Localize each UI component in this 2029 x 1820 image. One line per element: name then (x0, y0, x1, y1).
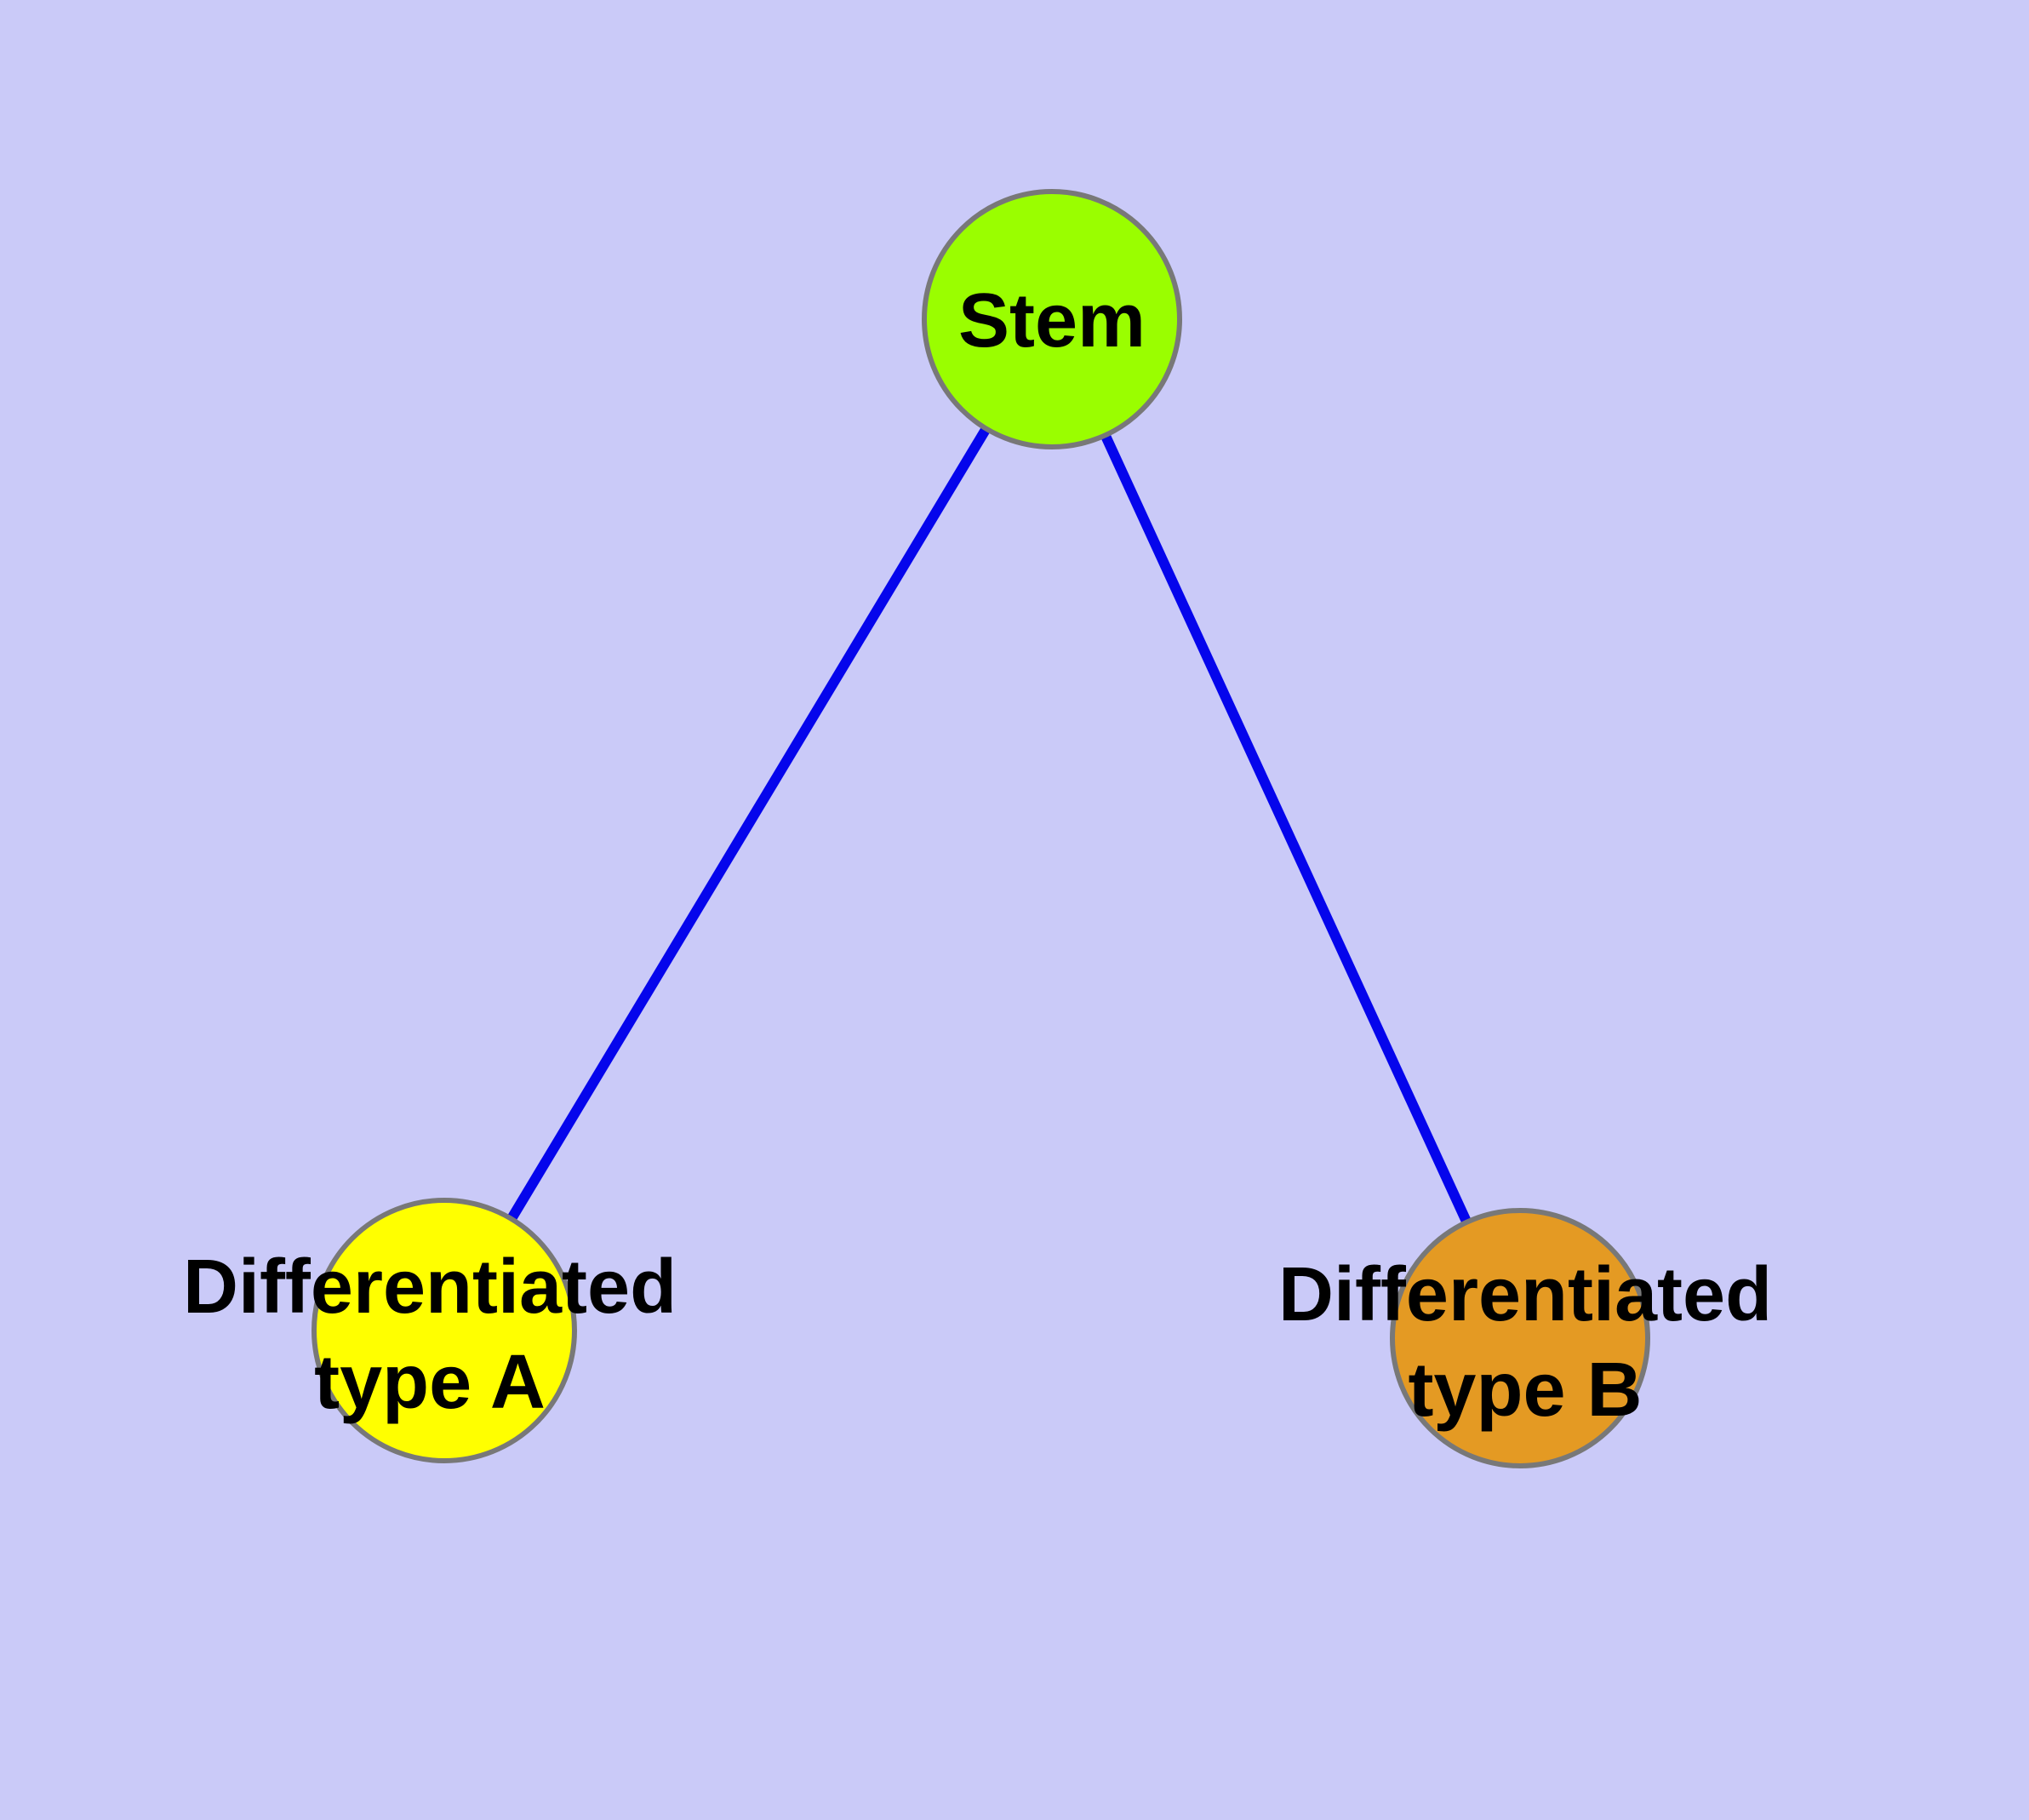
node-type-a-circle (311, 1198, 577, 1463)
node-stem-label: Stem (957, 278, 1146, 363)
node-type-a-label: Differentiated type A (182, 1245, 677, 1425)
node-stem-circle (922, 189, 1182, 449)
edge-stem-to-type-a (439, 316, 1057, 1334)
node-type-b-label: Differentiated type B (1277, 1252, 1773, 1433)
node-type-b-circle (1390, 1208, 1650, 1468)
edge-stem-to-type-b (1047, 317, 1525, 1341)
